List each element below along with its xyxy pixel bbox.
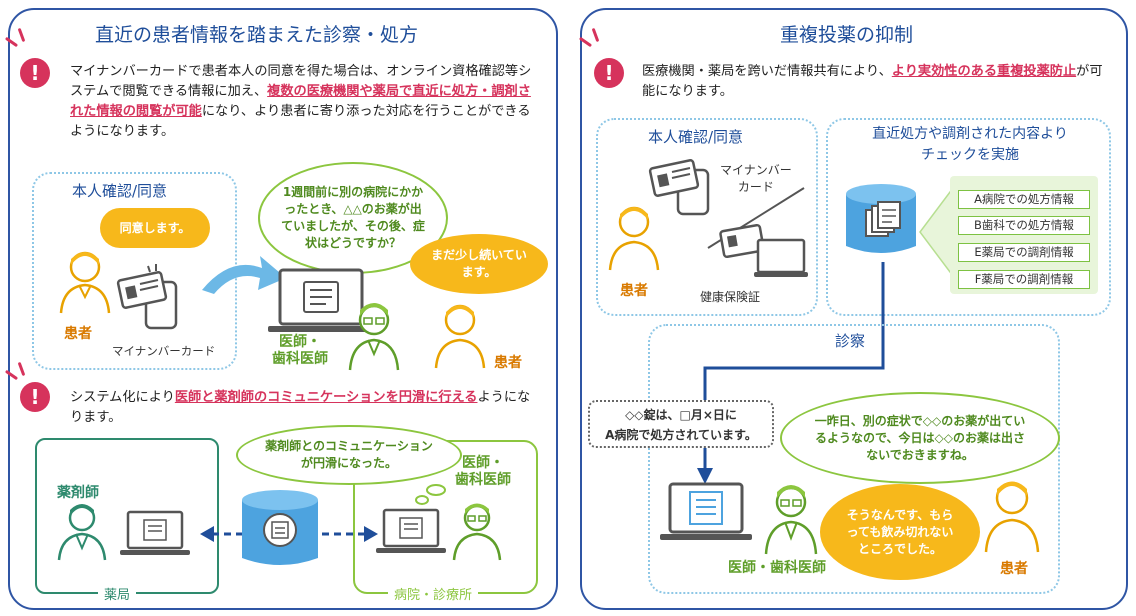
- right-panel-title: 重複投薬の抑制: [780, 24, 914, 46]
- left-communication-post: ようになります。: [70, 390, 531, 425]
- insurance-card-icon: [719, 223, 808, 277]
- info-item: E薬局での調剤情報: [958, 243, 1090, 262]
- pharmacy-label: 薬局: [98, 584, 137, 603]
- laptop-icon: [660, 482, 752, 540]
- info-item: B歯科での処方情報: [958, 216, 1090, 235]
- pharmacist-icon: [57, 504, 107, 561]
- right-intro-post: が可能になります。: [642, 64, 1103, 99]
- alert-icon: !: [20, 58, 50, 88]
- my-number-card-label: マイナンバー カード: [720, 163, 792, 194]
- my-number-card-icon: [648, 159, 710, 216]
- flow-arrow: [202, 256, 286, 294]
- patient-icon: [984, 481, 1040, 553]
- left-intro-post: になり、より患者に寄り添った対応を行うことができるようになります。: [70, 104, 531, 139]
- doctor-label: 医師・ 歯科医師: [272, 334, 328, 367]
- patient-speech-bubble: そうなんです、もらっても飲み切れないところでした。: [820, 484, 980, 580]
- pharmacy-role-label: 薬剤師: [57, 485, 99, 501]
- hospital-label: 病院・診療所: [388, 584, 479, 603]
- info-item: F薬局での調剤情報: [958, 270, 1090, 289]
- thought-dots: [415, 484, 446, 505]
- hospital-speech-bubble: 薬剤師とのコミュニケーションが円滑になった。: [236, 425, 462, 485]
- consent-box: [596, 118, 818, 316]
- exam-label: 診察: [835, 332, 866, 350]
- dashed-arrow-right: [322, 526, 378, 542]
- insurance-card-label: 健康保険証: [700, 290, 761, 304]
- patient-label: 患者: [494, 355, 522, 371]
- screen-note: ◇◇錠は、□月×日に A病院で処方されています。: [588, 400, 774, 448]
- alert-icon: !: [594, 58, 624, 88]
- left-communication-pre: システム化により: [70, 390, 175, 405]
- consent-box-label: 本人確認/同意: [648, 128, 744, 146]
- patient-icon: [434, 304, 486, 369]
- consent-speech-bubble: 同意します。: [100, 208, 210, 248]
- patient-label: 患者: [620, 283, 648, 299]
- exam-box: [648, 324, 1060, 594]
- right-intro-text: 医療機関・薬局を跨いだ情報共有により、より実効性のある重複投薬防止が可能になりま…: [642, 62, 1112, 102]
- left-intro-highlight: 複数の医療機関や薬局で直近に処方・調剤された情報の閲覧が可能: [70, 84, 531, 119]
- hospital-role-label: 医師・ 歯科医師: [455, 455, 511, 488]
- info-item: A病院での処方情報: [958, 190, 1090, 209]
- database-icon: [846, 184, 916, 253]
- laptop-icon: [376, 508, 446, 553]
- doctor-icon: [348, 303, 400, 371]
- check-box-label: 直近処方や調剤された内容より チェックを実施: [872, 126, 1068, 163]
- my-number-card-label: マイナンバーカード: [112, 344, 216, 358]
- patient-label: 患者: [64, 326, 92, 342]
- check-box: [826, 118, 1111, 316]
- consent-box-label: 本人確認/同意: [72, 182, 168, 200]
- patient-speech-bubble: まだ少し続いています。: [410, 234, 548, 294]
- doctor-label: 医師・歯科医師: [728, 560, 826, 576]
- right-intro-highlight: より実効性のある重複投薬防止: [891, 64, 1077, 79]
- my-number-card-icon: [116, 264, 178, 330]
- alert-icon: !: [20, 382, 50, 412]
- patient-icon: [59, 251, 111, 314]
- left-communication-text: システム化により医師と薬剤師のコミュニケーションを円滑に行えるようになります。: [70, 388, 540, 428]
- left-communication-highlight: 医師と薬剤師のコミュニケーションを円滑に行える: [174, 390, 478, 405]
- laptop-icon: [120, 510, 190, 555]
- database-icon: [242, 490, 318, 565]
- patient-label: 患者: [1000, 561, 1028, 577]
- left-intro-pre: マイナンバーカードで患者本人の同意を得た場合は、オンライン資格確認等システムで閲…: [70, 64, 532, 99]
- doctor-icon: [764, 485, 818, 555]
- left-intro-text: マイナンバーカードで患者本人の同意を得た場合は、オンライン資格確認等システムで閲…: [70, 62, 540, 142]
- right-intro-pre: 医療機関・薬局を跨いだ情報共有により、: [642, 64, 892, 79]
- laptop-icon: [268, 268, 374, 332]
- doctor-speech-bubble: 一昨日、別の症状で◇◇のお薬が出ているようなので、今日は◇◇のお薬は出さないでお…: [780, 392, 1060, 484]
- left-panel-title: 直近の患者情報を踏まえた診察・処方: [95, 24, 419, 46]
- patient-icon: [608, 206, 660, 271]
- doctor-icon: [452, 503, 502, 561]
